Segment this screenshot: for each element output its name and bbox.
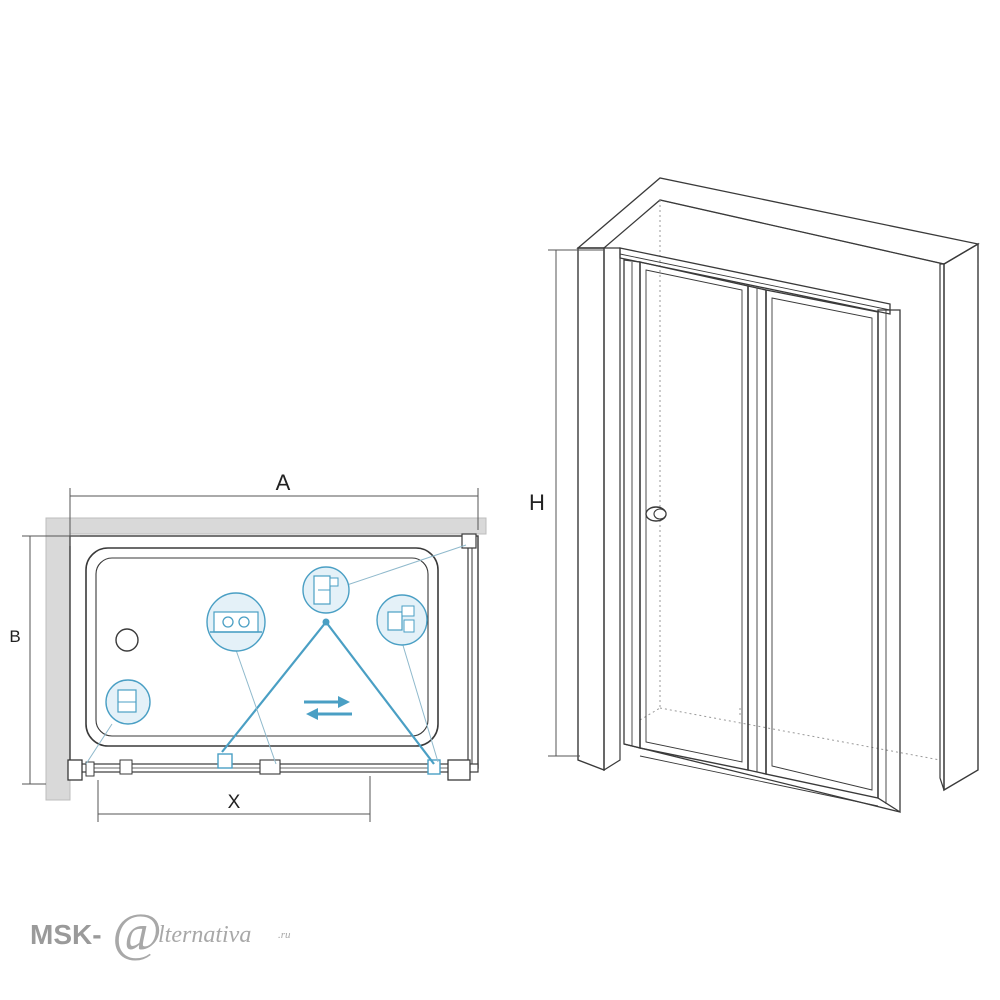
dimension-a (69, 488, 479, 546)
drain-hole-icon (115, 628, 139, 652)
shower-tray-outer (69, 535, 479, 769)
watermark-at-logo: @ (112, 902, 162, 962)
dimension-b-label: B (9, 627, 20, 646)
dimension-b (22, 535, 80, 785)
handle-block (217, 753, 233, 769)
top-corner-bracket (461, 533, 477, 549)
plan-view: A B X (9, 470, 487, 822)
watermark: MSK- @ lternativa .ru (30, 902, 291, 962)
watermark-prefix: MSK- (30, 919, 102, 950)
left-wall-side (603, 247, 621, 772)
elevation-view (548, 177, 980, 814)
left-wall-front (577, 247, 605, 772)
dimension-x-label: X (228, 792, 241, 813)
shower-tray-basin-inner (95, 557, 429, 737)
roller-block-left (119, 759, 133, 775)
right-corner-block (427, 759, 441, 775)
right-wall-side (939, 263, 945, 791)
corner-profile-detail-icon (105, 679, 151, 725)
door-panel-right (765, 289, 879, 799)
right-end-profile (447, 759, 471, 781)
dimension-a-label: A (276, 470, 291, 495)
door-panel-right-inner (771, 297, 873, 791)
callout-connector-lines (85, 544, 467, 765)
right-side-profile (877, 309, 901, 814)
top-rail (619, 247, 891, 315)
bottom-sill-2 (639, 755, 879, 807)
roller-block-center (259, 759, 281, 775)
roller-detail-icon (206, 592, 266, 652)
sliding-direction-arrows-icon (304, 696, 352, 720)
left-end-profile (67, 759, 83, 781)
watermark-suffix: lternativa (158, 922, 251, 948)
dimension-x (97, 776, 371, 822)
top-bracket-detail-icon (302, 566, 350, 614)
interior-hidden-lines (639, 200, 941, 761)
door-handle-icon (645, 506, 667, 522)
door-panel-left-inner (645, 269, 743, 763)
side-bracket-detail-icon (376, 594, 428, 646)
left-bracket (85, 761, 95, 777)
dimension-h-label: H (529, 490, 545, 515)
leader-apex (322, 618, 330, 626)
watermark-tld: .ru (278, 929, 291, 941)
detail-leader-lines (221, 621, 435, 765)
right-wall-front (943, 242, 979, 792)
shower-tray-basin-outer (85, 547, 439, 747)
back-wall-top-edge (659, 199, 945, 265)
top-rail-edge (619, 253, 891, 311)
dimension-h (548, 249, 604, 757)
